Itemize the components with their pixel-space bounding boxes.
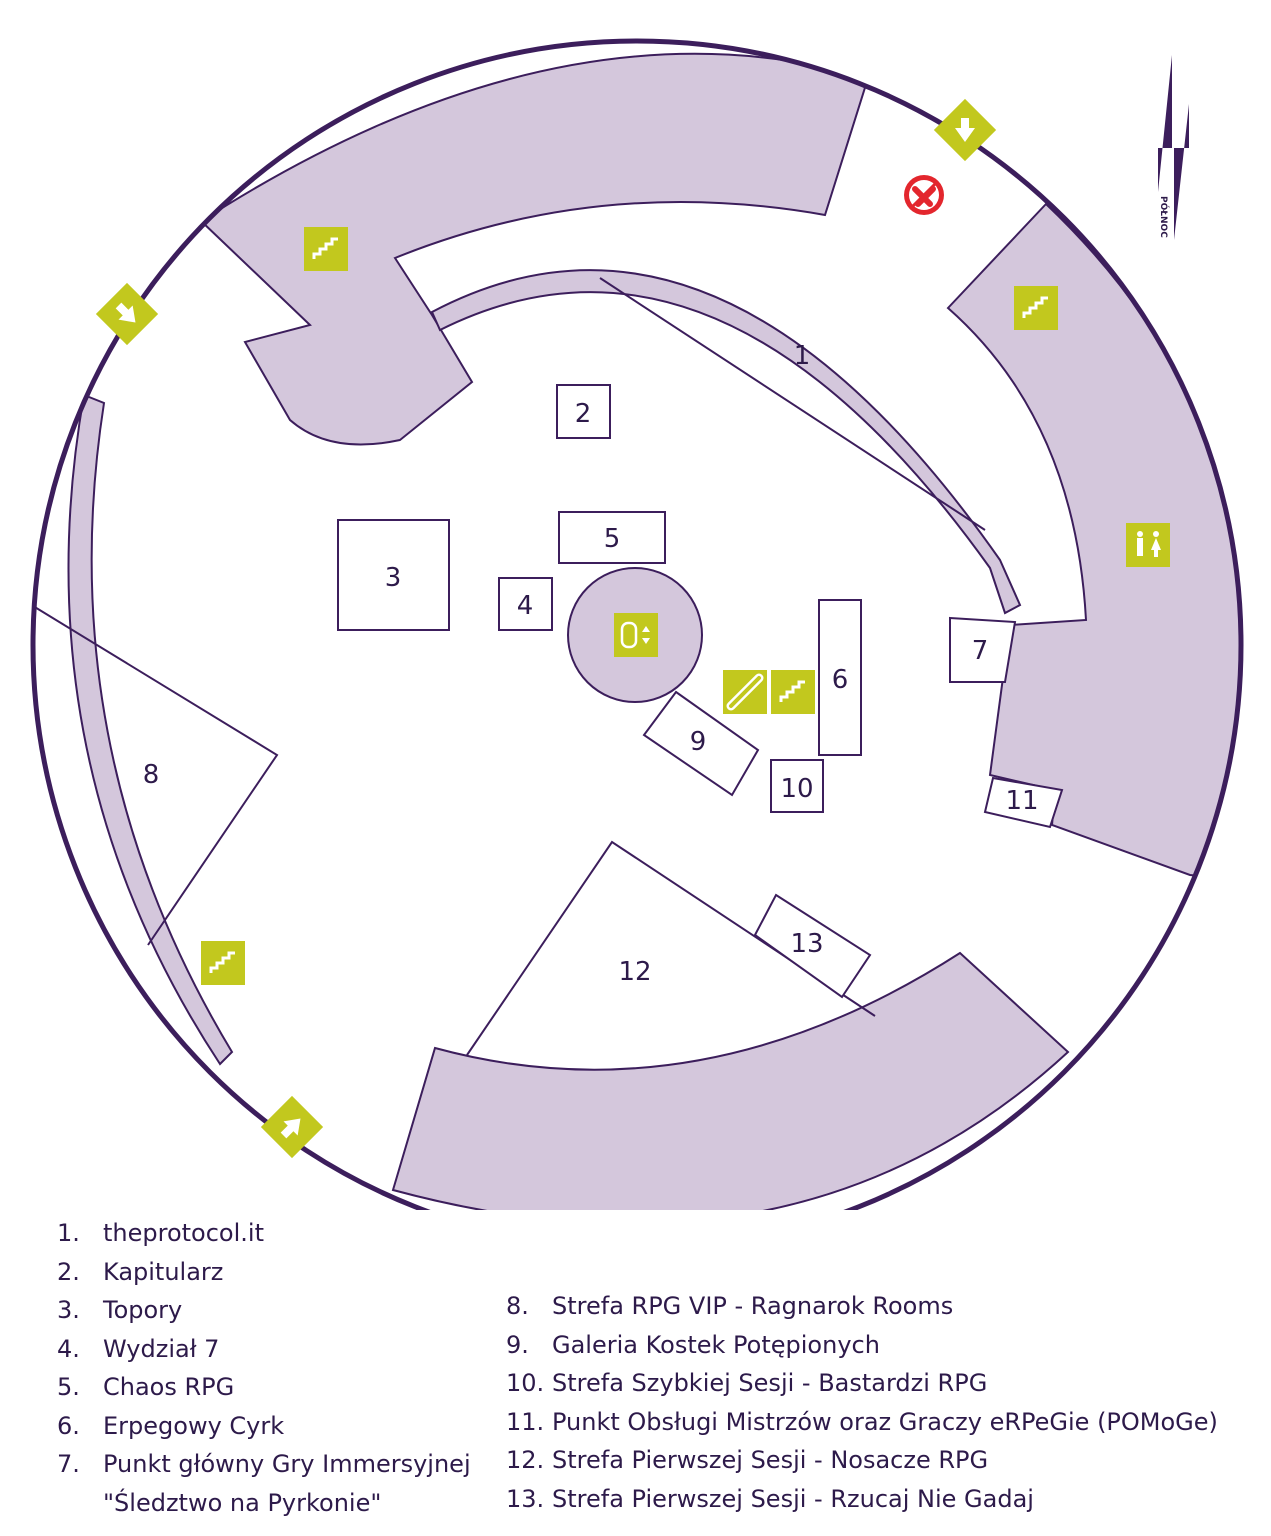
room-9-label: 9 [690,727,707,757]
legend-item: 7.Punkt główny Gry Immersyjnej "Śledztwo… [57,1450,471,1517]
room-7[interactable]: 7 [949,616,1017,683]
top-arc-zone [199,52,870,446]
room-5[interactable]: 5 [558,511,666,564]
legend-item: 13.Strefa Pierwszej Sesji - Rzucaj Nie G… [506,1484,1034,1513]
elevator-icon [614,613,658,657]
room-4[interactable]: 4 [498,577,553,631]
room-3[interactable]: 3 [337,519,450,631]
restroom-icon [1126,523,1170,567]
bottom-arc-zone [391,951,1070,1210]
room-2-label: 2 [575,399,592,429]
room-5-label: 5 [604,524,621,554]
no-entry-symbol-icon [904,175,944,215]
exit-arrow-icon [933,98,997,162]
north-label: PÓŁNOC [1158,196,1170,238]
room-1-wall [599,277,986,531]
legend-item: 3.Topory [57,1296,183,1324]
legend-item: 2.Kapitularz [57,1257,224,1286]
legend-item: 5.Chaos RPG [57,1373,235,1401]
legend-right: 8.Strefa RPG VIP - Ragnarok Rooms 9.Gale… [506,1287,1218,1518]
stairs-icon [201,941,245,985]
room-4-label: 4 [517,591,534,621]
room-13[interactable]: 13 [753,893,872,999]
stairs-icon [771,670,815,714]
north-arrow-icon [1158,55,1189,240]
legend-item: 6.Erpegowy Cyrk [57,1411,285,1440]
exit-arrow-icon [95,282,159,346]
room-11-label: 11 [1005,786,1038,816]
room-2[interactable]: 2 [556,384,611,439]
room-12-label: 12 [618,957,651,987]
legend-item: 12.Strefa Pierwszej Sesji - Nosacze RPG [506,1446,989,1474]
stairs-icon [1014,286,1058,330]
legend-item: 11.Punkt Obsługi Mistrzów oraz Graczy eR… [506,1407,1218,1436]
legend-left: 1.theprotocol.it 2.Kapitularz 3.Topory 4… [57,1214,471,1522]
room-13-label: 13 [790,929,823,959]
room-7-label: 7 [972,636,989,666]
legend-item: 9.Galeria Kostek Potępionych [506,1330,880,1359]
room-8-label: 8 [143,760,160,790]
stairs-icon [304,227,348,271]
room-10[interactable]: 10 [770,759,824,813]
room-10-label: 10 [780,774,813,804]
inner-ring-wall [430,269,1022,615]
room-8-wall [33,597,279,946]
venue-floor-map: 2 3 4 5 6 7 9 10 11 13 1 8 12 [30,38,1244,1210]
room-3-label: 3 [385,563,402,593]
left-wall-band [67,393,234,1066]
room-6[interactable]: 6 [818,599,862,756]
escalator-icon [723,670,767,714]
legend-item: 1.theprotocol.it [57,1219,264,1247]
room-6-label: 6 [832,665,849,695]
legend-item: 4.Wydział 7 [57,1334,220,1363]
hall-outer-wall [30,38,1244,1210]
room-9[interactable]: 9 [642,690,760,797]
legend-item: 8.Strefa RPG VIP - Ragnarok Rooms [506,1292,954,1320]
room-1-label: 1 [794,341,811,371]
room-11[interactable]: 11 [983,776,1064,829]
legend-item: 10.Strefa Szybkiej Sesji - Bastardzi RPG [506,1369,988,1397]
